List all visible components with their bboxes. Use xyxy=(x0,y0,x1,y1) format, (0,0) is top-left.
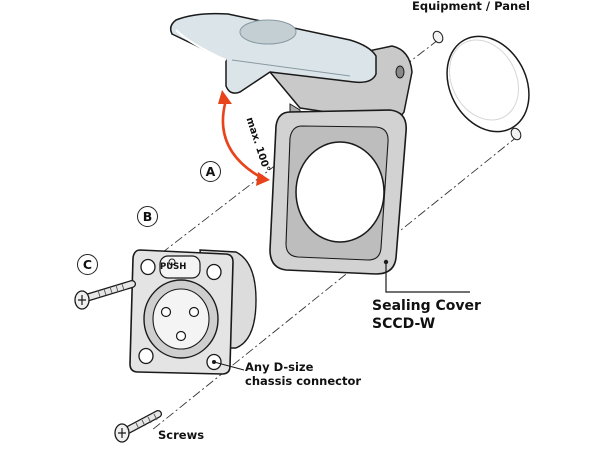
equipment-panel xyxy=(446,35,530,133)
marker-c: C xyxy=(77,254,98,275)
sealing-cover-label: Sealing Cover xyxy=(372,298,481,314)
connector-label-line1: Any D-size xyxy=(245,360,314,374)
sealing-cover-model: SCCD-W xyxy=(372,316,436,332)
marker-b: B xyxy=(137,206,158,227)
opening-angle-arrow xyxy=(218,90,270,186)
sealing-cover-leader xyxy=(383,259,470,293)
screws-label: Screws xyxy=(158,428,205,442)
sealing-cover xyxy=(269,45,413,275)
chassis-connector xyxy=(129,249,257,375)
panel-screw-hole-bottom xyxy=(510,127,522,141)
marker-a: A xyxy=(200,161,221,182)
screw-bottom xyxy=(114,410,162,443)
equipment-panel-label: Equipment / Panel xyxy=(412,0,530,13)
guide-line-bottom xyxy=(151,135,519,431)
sealing-cover-lid xyxy=(169,12,377,94)
connector-label-line2: chassis connector xyxy=(245,374,362,388)
push-label: PUSH xyxy=(160,262,187,272)
assembly-guide-lines xyxy=(149,39,519,431)
screw-top xyxy=(74,280,136,310)
panel-screw-hole-top xyxy=(432,30,444,44)
